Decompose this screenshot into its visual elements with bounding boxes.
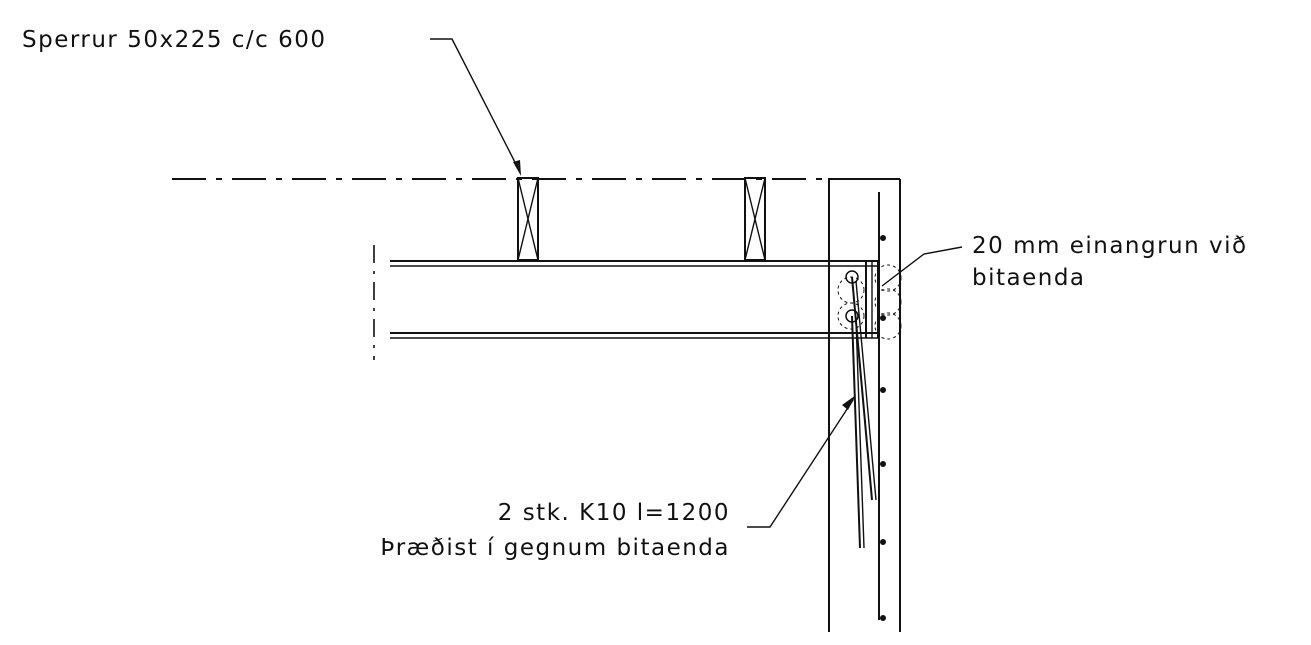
wall — [828, 179, 901, 632]
leader-rebar-arrowhead — [842, 395, 856, 410]
label-rebar-line1: 2 stk. K10 l=1200 — [498, 500, 730, 526]
leader-rebar — [747, 399, 854, 528]
label-insulation-line1: 20 mm einangrun við — [972, 233, 1248, 259]
leader-rafters — [430, 38, 521, 173]
label-insulation-line2: bitaenda — [972, 265, 1086, 291]
leader-insulation — [881, 246, 963, 287]
rafter-2 — [744, 177, 766, 261]
k10-rebars — [845, 270, 877, 549]
insulation-symbols — [837, 264, 902, 340]
rafter-1 — [517, 177, 539, 261]
leader-rafters-arrowhead — [513, 160, 521, 176]
beam — [390, 260, 879, 339]
label-rebar-line2: Þræðist í gegnum bitaenda — [380, 535, 730, 561]
label-rafters: Sperrur 50x225 c/c 600 — [22, 27, 327, 53]
wall-rebar-dots — [880, 235, 886, 621]
